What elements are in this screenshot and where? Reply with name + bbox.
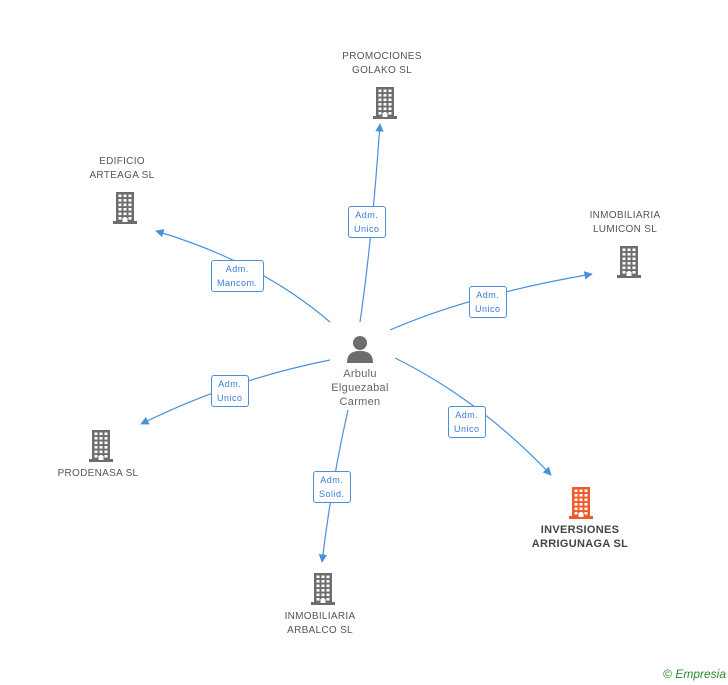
company-label-promociones[interactable]: PROMOCIONES GOLAKO SL (322, 50, 442, 78)
company-name-line: INVERSIONES (540, 524, 620, 536)
edge-label-line: Unico (217, 393, 243, 403)
building-icon[interactable] (370, 86, 400, 125)
copyright-footer: © Empresia (663, 667, 726, 681)
company-name-line: GOLAKO SL (352, 65, 412, 76)
edge-label-line: Adm. (455, 410, 479, 420)
building-icon[interactable] (308, 572, 338, 611)
edge-label-line: Unico (475, 304, 501, 314)
company-name-line: ARRIGUNAGA SL (531, 538, 629, 550)
building-icon[interactable] (614, 245, 644, 284)
company-name-line: ARBALCO SL (287, 625, 353, 636)
company-label-arbalco[interactable]: INMOBILIARIA ARBALCO SL (260, 610, 380, 638)
company-label-edificio[interactable]: EDIFICIO ARTEAGA SL (62, 155, 182, 183)
edge-label-inversiones[interactable]: Adm. Unico (448, 406, 486, 438)
edge-label-line: Unico (354, 224, 380, 234)
edge-label-prodenasa[interactable]: Adm. Unico (211, 375, 249, 407)
edge-label-line: Solid. (319, 489, 345, 499)
edge-label-lumicon[interactable]: Adm. Unico (469, 286, 507, 318)
building-icon[interactable] (110, 191, 140, 230)
company-name-line: INMOBILIARIA (589, 210, 661, 221)
center-person-label[interactable]: Arbulu Elguezabal Carmen (300, 367, 420, 409)
copyright-symbol: © (663, 667, 672, 681)
company-label-inversiones[interactable]: INVERSIONES ARRIGUNAGA SL (510, 523, 650, 551)
company-label-prodenasa[interactable]: PRODENASA SL (38, 467, 158, 481)
edge-label-line: Adm. (320, 475, 344, 485)
edge-label-arbalco[interactable]: Adm. Solid. (313, 471, 351, 503)
edge-label-line: Adm. (476, 290, 500, 300)
center-name-line: Arbulu (343, 368, 377, 380)
person-icon (345, 334, 375, 364)
center-name-line: Elguezabal (331, 382, 389, 394)
edge-label-line: Mancom. (217, 278, 258, 288)
company-name-line: PROMOCIONES (342, 51, 422, 62)
company-name-line: LUMICON SL (592, 224, 658, 235)
brand-logo-text: Empresia (675, 667, 726, 681)
center-name-line: Carmen (339, 396, 381, 408)
edge-label-line: Adm. (225, 264, 249, 274)
building-icon-highlight[interactable] (566, 486, 596, 525)
company-name-line: ARTEAGA SL (89, 170, 155, 181)
edge-label-line: Adm. (355, 210, 379, 220)
edge-label-line: Adm. (218, 379, 242, 389)
company-name-line: INMOBILIARIA (284, 611, 356, 622)
company-name-line: EDIFICIO (99, 156, 145, 167)
company-name-line: PRODENASA SL (57, 468, 139, 479)
edge-label-promociones[interactable]: Adm. Unico (348, 206, 386, 238)
edge-label-line: Unico (454, 424, 480, 434)
company-label-lumicon[interactable]: INMOBILIARIA LUMICON SL (565, 209, 685, 237)
building-icon[interactable] (86, 429, 116, 468)
edge-label-edificio[interactable]: Adm. Mancom. (211, 260, 264, 292)
